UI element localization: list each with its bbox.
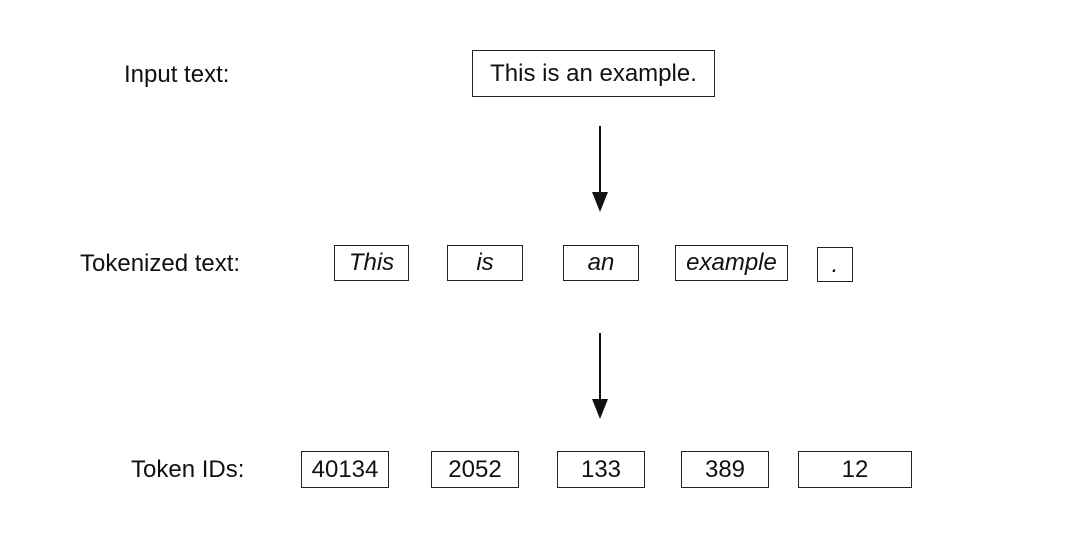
token-box: This (334, 245, 409, 281)
token-box: an (563, 245, 639, 281)
token-id-box: 12 (798, 451, 912, 488)
tokenized-text-label: Tokenized text: (80, 250, 241, 277)
token-id-box: 389 (681, 451, 769, 488)
token-box: example (675, 245, 788, 281)
input-text-box: This is an example. (472, 50, 715, 97)
token-ids-label: Token IDs: (131, 456, 245, 483)
down-arrow-icon (592, 333, 608, 419)
down-arrow-icon (592, 126, 608, 212)
input-text-label: Input text: (124, 61, 230, 88)
token-id-box: 2052 (431, 451, 519, 488)
token-box: . (817, 247, 853, 282)
token-id-box: 40134 (301, 451, 389, 488)
token-id-box: 133 (557, 451, 645, 488)
token-box: is (447, 245, 523, 281)
